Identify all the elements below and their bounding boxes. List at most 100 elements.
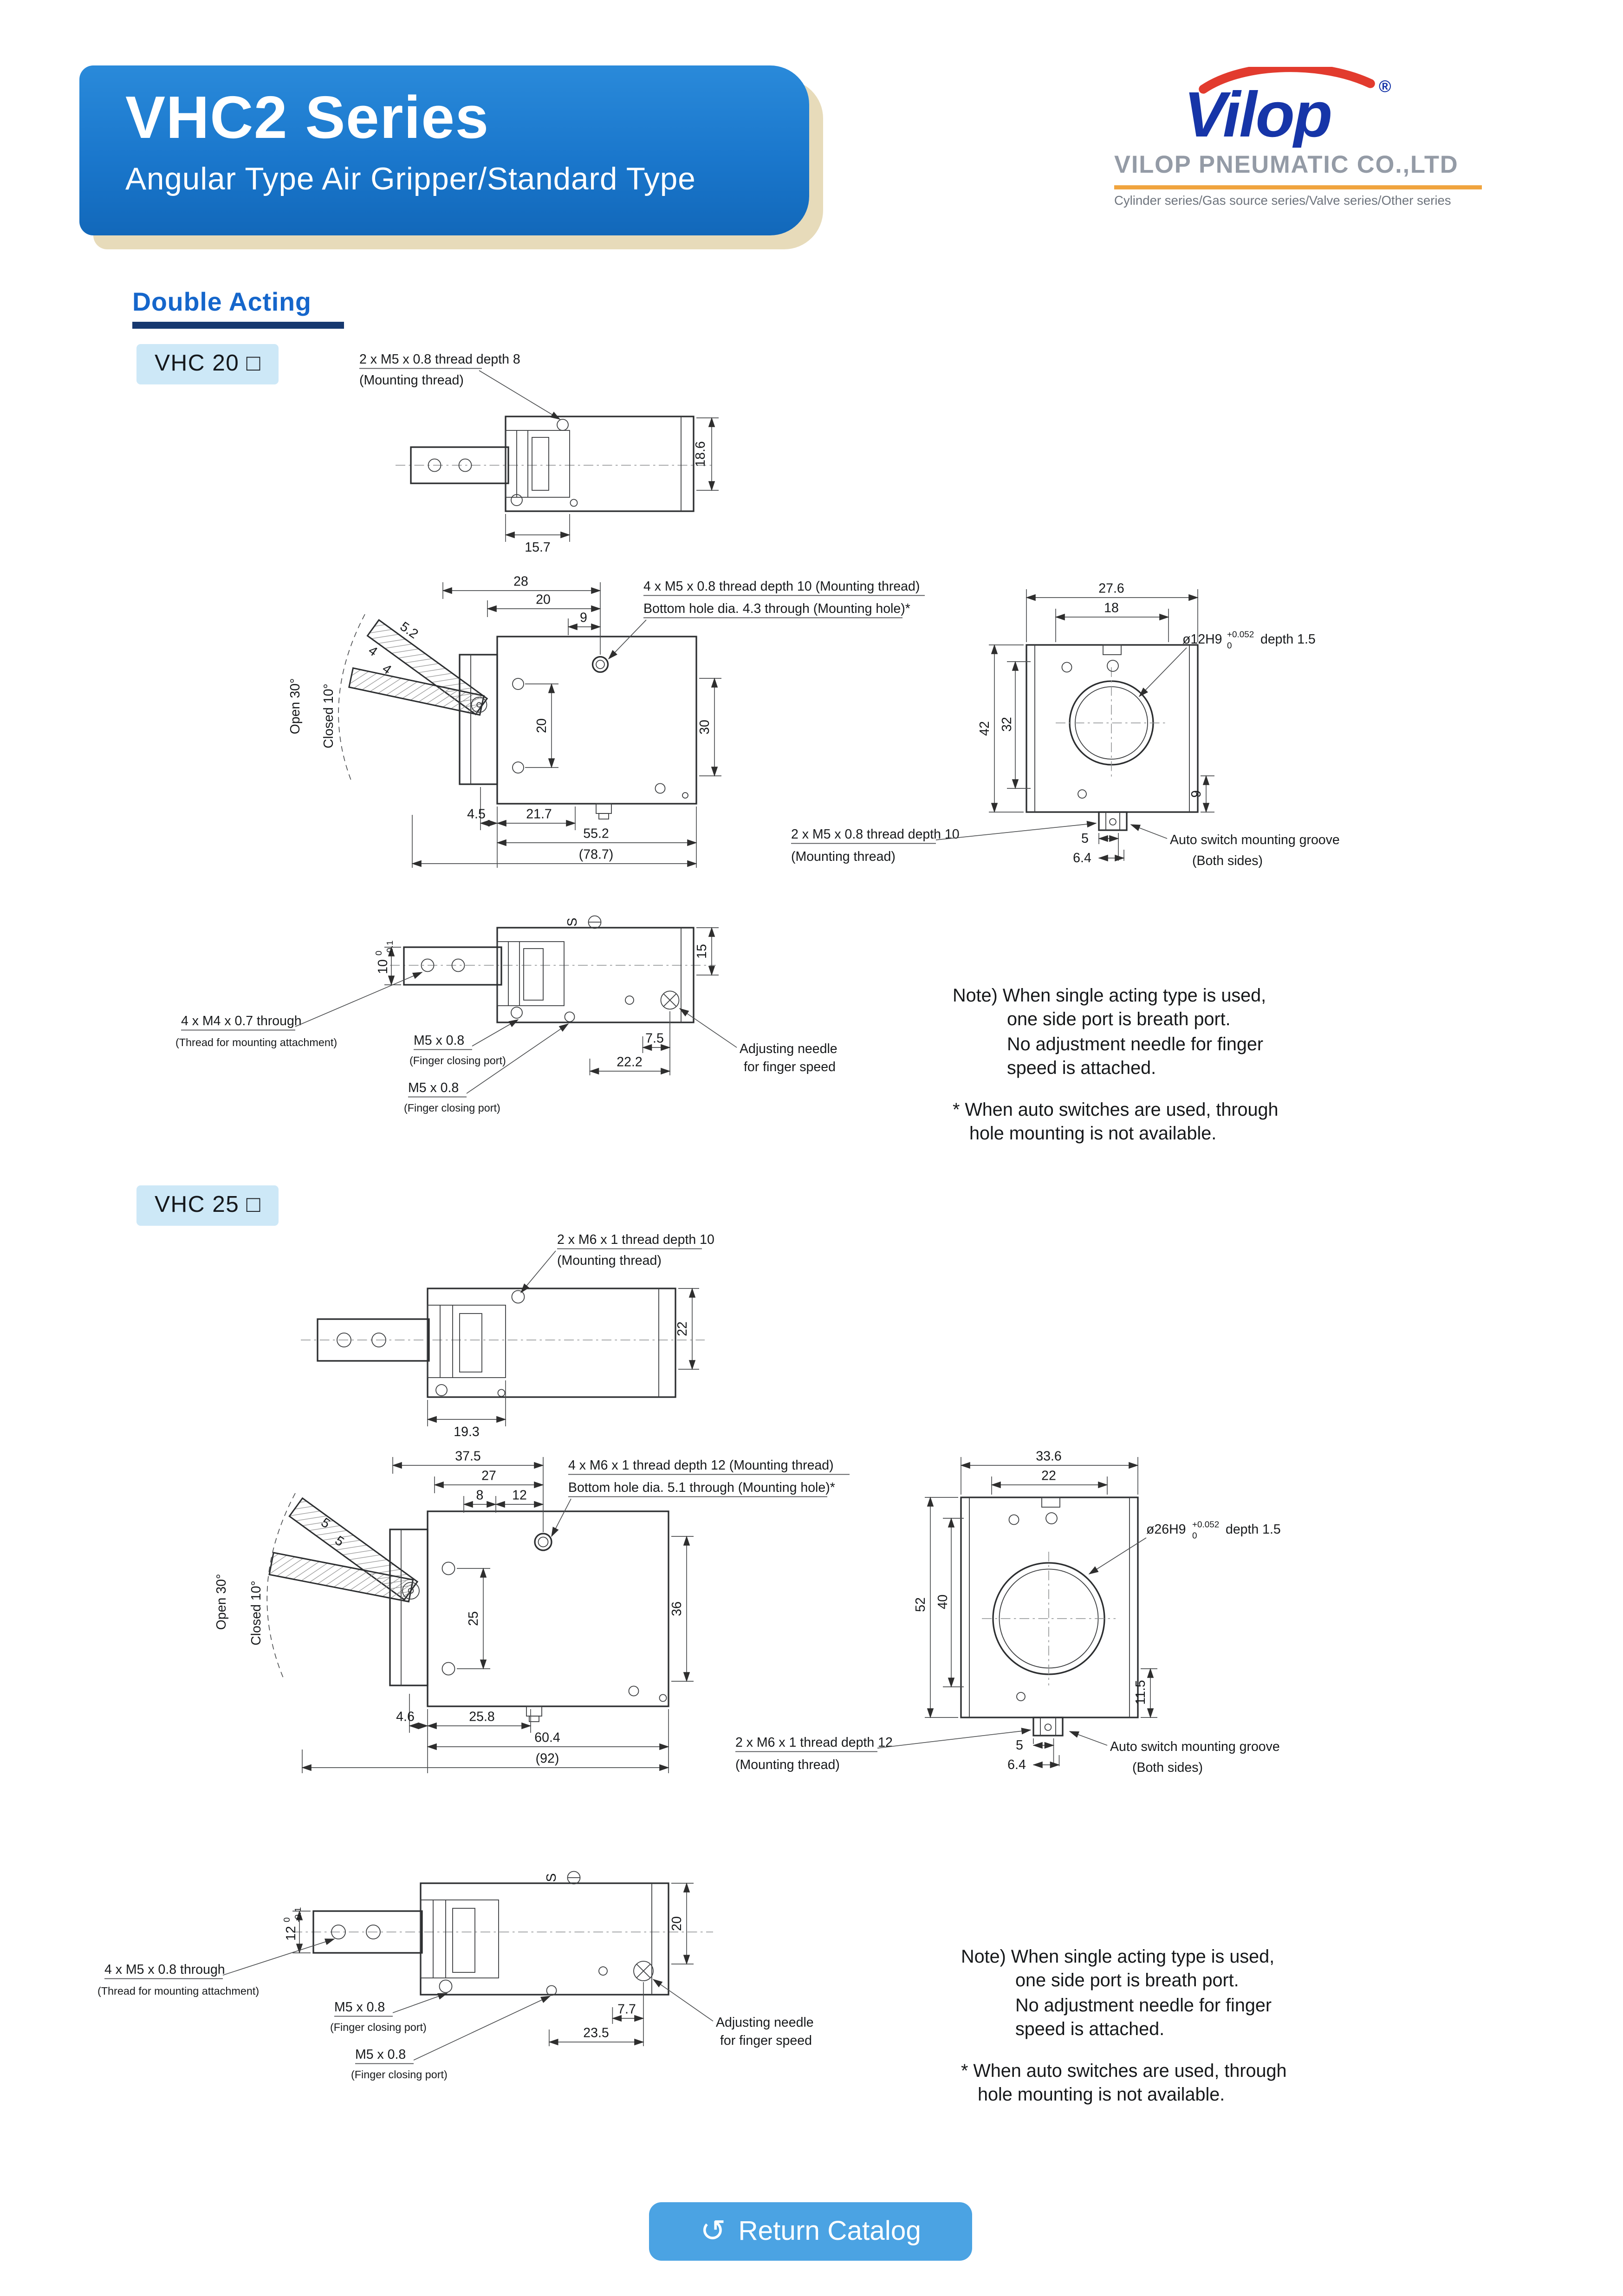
dim-label: 5 bbox=[1016, 1738, 1023, 1753]
dim-label: 4 bbox=[379, 661, 394, 677]
dim-label: 15 bbox=[695, 944, 709, 959]
vhc25-top-view: 2 x M6 x 1 thread depth 10 (Mounting thr… bbox=[300, 1232, 714, 1439]
callout-subtext: (Thread for mounting attachment) bbox=[175, 1036, 337, 1048]
note-line: No adjustment needle for finger bbox=[1015, 1994, 1272, 2016]
dim-label: 15.7 bbox=[525, 540, 550, 555]
note-line: one side port is breath port. bbox=[1015, 1970, 1239, 1991]
return-catalog-label: Return Catalog bbox=[738, 2215, 921, 2246]
callout-subtext: (Finger closing port) bbox=[409, 1054, 506, 1067]
note-line: * When auto switches are used, through bbox=[961, 2060, 1287, 2081]
angle-label: Closed 10° bbox=[249, 1581, 264, 1646]
company-name: VILOP PNEUMATIC CO.,LTD bbox=[1114, 150, 1459, 178]
return-arrow-icon: ↺ bbox=[700, 2213, 726, 2248]
vhc25-bottom-view: S 20 12 0 -0.1 4 x M5 x 0.8 through (Thr… bbox=[97, 1871, 814, 2081]
tolerance-sub: -0.1 bbox=[293, 1907, 303, 1922]
section-underline bbox=[132, 322, 344, 328]
note-line: Note) When single acting type is used, bbox=[953, 985, 1266, 1006]
dim-label: 7.7 bbox=[617, 2002, 636, 2016]
tolerance-sup: 0 bbox=[374, 950, 384, 956]
dim-label: 60.4 bbox=[534, 1730, 560, 1745]
section-title: Double Acting bbox=[132, 287, 312, 316]
dim-label: 9 bbox=[580, 610, 587, 625]
callout-label: 4 x M5 x 0.8 through bbox=[104, 1962, 225, 1977]
section-double-acting: Double Acting bbox=[132, 287, 344, 328]
dim-label: 28 bbox=[513, 574, 528, 589]
callout-label: M5 x 0.8 bbox=[414, 1033, 464, 1048]
dim-label: 20 bbox=[534, 718, 549, 733]
note-line: hole mounting is not available. bbox=[969, 1123, 1217, 1144]
callout-label: 4 x M4 x 0.7 through bbox=[181, 1014, 302, 1028]
callout-label: Auto switch mounting groove bbox=[1110, 1739, 1280, 1754]
callout-label: Auto switch mounting groove bbox=[1170, 833, 1340, 847]
screw-label: S bbox=[565, 917, 580, 926]
callout-label: Bottom hole dia. 5.1 through (Mounting h… bbox=[568, 1480, 835, 1495]
note-line: * When auto switches are used, through bbox=[953, 1099, 1279, 1120]
dim-label: 8 bbox=[476, 1488, 484, 1502]
bore-tolerance-sub: 0 bbox=[1227, 641, 1232, 650]
dim-label: 20 bbox=[536, 592, 551, 607]
logo-registered-mark: ® bbox=[1379, 77, 1391, 96]
callout-subtext: (Finger closing port) bbox=[351, 2068, 448, 2081]
header-banner: VHC2 Series Angular Type Air Gripper/Sta… bbox=[79, 65, 809, 235]
dim-label: 21.7 bbox=[526, 807, 552, 821]
vhc25-back-view: 33.6 22 52 40 11.5 5 6.4 ø26H9 +0 bbox=[735, 1449, 1281, 1775]
dim-label: 5 bbox=[1081, 831, 1089, 846]
bore-tolerance-sub: 0 bbox=[1192, 1531, 1197, 1541]
dim-label: 25 bbox=[466, 1611, 481, 1626]
dim-label: 27.6 bbox=[1098, 581, 1124, 596]
vhc25-front-view: 37.5 27 8 12 5 5 Open 30° Closed 10° 25 … bbox=[214, 1449, 850, 1773]
return-catalog-button[interactable]: ↺ Return Catalog bbox=[649, 2202, 972, 2261]
note-line: Note) When single acting type is used, bbox=[961, 1946, 1275, 1967]
bore-label: ø26H9 bbox=[1146, 1522, 1186, 1537]
callout-label: 2 x M6 x 1 thread depth 12 bbox=[735, 1735, 893, 1750]
brand-divider bbox=[1114, 185, 1482, 189]
note-line: speed is attached. bbox=[1015, 2018, 1165, 2040]
callout-subtext: (Finger closing port) bbox=[404, 1102, 500, 1114]
vhc20-back-view: 27.6 18 42 32 9 5 6.4 ø12H9 +0.05 bbox=[791, 581, 1340, 868]
logo-block: Vilop ® VILOP PNEUMATIC CO.,LTD Cylinder… bbox=[1114, 67, 1482, 208]
callout-label: 4 x M5 x 0.8 thread depth 10 (Mounting t… bbox=[643, 579, 920, 594]
dim-label: 12 bbox=[284, 1926, 299, 1941]
callout-subtext: (Mounting thread) bbox=[735, 1757, 840, 1772]
dim-label: 6.4 bbox=[1073, 851, 1091, 865]
vhc20-front-view: 28 20 9 5.2 4 4 Open 30° Closed 10° 20 3… bbox=[288, 574, 925, 868]
dim-label: 6.4 bbox=[1007, 1757, 1026, 1772]
vhc25-note: Note) When single acting type is used, o… bbox=[961, 1945, 1368, 2107]
dim-label: 9 bbox=[1189, 790, 1204, 798]
bore-label: ø12H9 bbox=[1182, 632, 1222, 647]
callout-subtext: (Thread for mounting attachment) bbox=[97, 1985, 259, 1997]
bore-depth-label: depth 1.5 bbox=[1226, 1522, 1281, 1537]
series-subtitle: Angular Type Air Gripper/Standard Type bbox=[125, 162, 696, 196]
dim-label: 10 bbox=[376, 959, 390, 974]
vhc20-bottom-view: S 15 10 0 -0.1 4 x M4 x 0.7 through (Thr… bbox=[175, 915, 837, 1114]
dim-label: (92) bbox=[536, 1751, 559, 1766]
company-tagline: Cylinder series/Gas source series/Valve … bbox=[1114, 194, 1451, 208]
callout-subtext: (Both sides) bbox=[1192, 853, 1263, 868]
dim-label: 55.2 bbox=[583, 826, 609, 841]
callout-subtext: (Mounting thread) bbox=[791, 849, 896, 864]
dim-label: 22.2 bbox=[617, 1054, 642, 1069]
angle-label: Closed 10° bbox=[321, 683, 336, 748]
dim-label: 32 bbox=[1000, 717, 1014, 732]
screw-label: S bbox=[544, 1873, 559, 1882]
note-line: speed is attached. bbox=[1007, 1057, 1156, 1079]
dim-label: (78.7) bbox=[579, 847, 613, 862]
dim-label: 42 bbox=[977, 721, 992, 736]
callout-subtext: (Mounting thread) bbox=[359, 373, 464, 388]
dim-label: 37.5 bbox=[455, 1449, 480, 1463]
model-badge-vhc25: VHC 25 □ bbox=[136, 1185, 279, 1226]
dim-label: 4.6 bbox=[396, 1709, 415, 1724]
dim-label: 22 bbox=[675, 1321, 690, 1336]
dim-label: 18 bbox=[1104, 600, 1119, 615]
callout-label: Adjusting needle bbox=[716, 2015, 814, 2030]
dim-label: 52 bbox=[913, 1597, 928, 1612]
callout-subtext: (Both sides) bbox=[1132, 1760, 1203, 1775]
dim-label: 33.6 bbox=[1036, 1449, 1061, 1463]
callout-label: M5 x 0.8 bbox=[334, 2000, 385, 2015]
callout-label: 2 x M5 x 0.8 thread depth 10 bbox=[791, 827, 960, 842]
dim-label: 27 bbox=[481, 1468, 496, 1483]
callout-label: 2 x M5 x 0.8 thread depth 8 bbox=[359, 352, 520, 367]
angle-label: Open 30° bbox=[288, 678, 303, 735]
